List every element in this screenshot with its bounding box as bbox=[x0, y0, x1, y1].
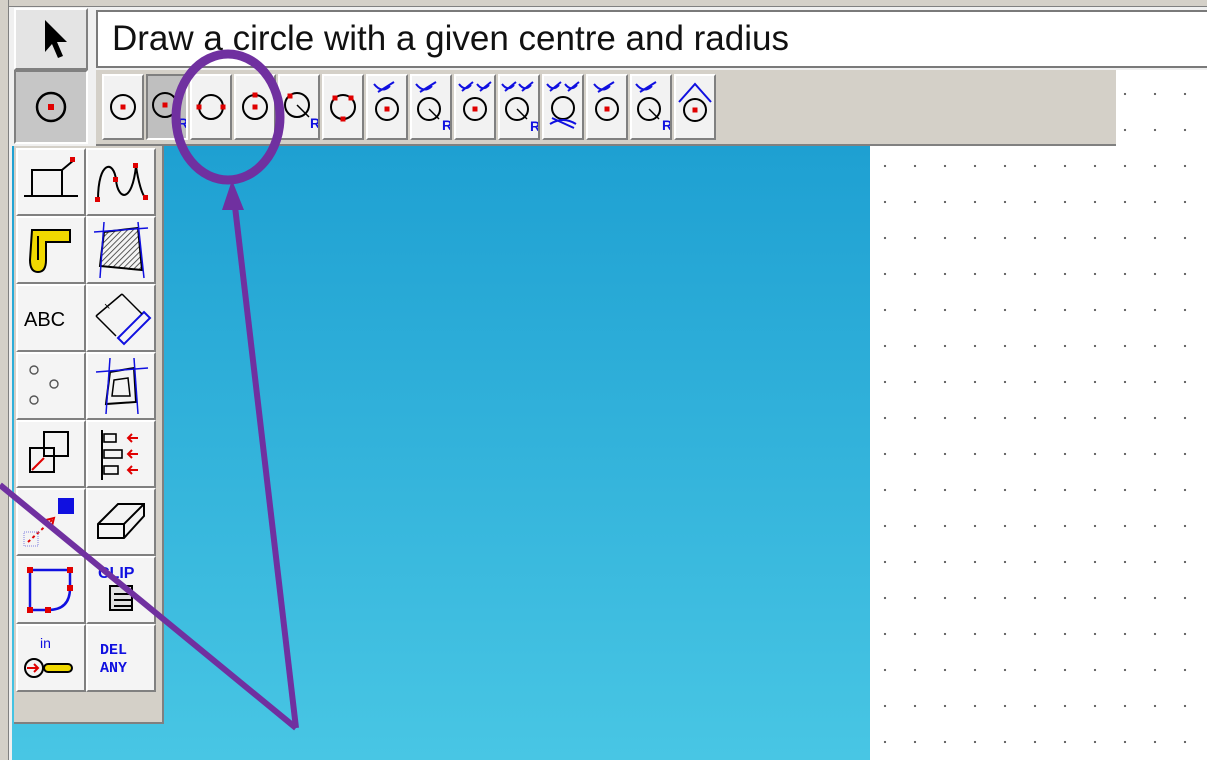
points-tool-button[interactable] bbox=[16, 352, 86, 420]
region-boundary-icon bbox=[95, 357, 149, 415]
circle-tangent-radius-icon: R bbox=[415, 81, 450, 133]
svg-text:R: R bbox=[662, 117, 670, 133]
circle-tangent-point-radius-icon: R bbox=[635, 81, 670, 133]
circle-tool-group-button[interactable] bbox=[14, 70, 88, 144]
insert-label: in bbox=[40, 635, 51, 651]
hatch-tool-button[interactable] bbox=[86, 216, 156, 284]
corner-tool-button[interactable] bbox=[16, 556, 86, 624]
circle-tangent-button[interactable] bbox=[366, 74, 408, 140]
svg-text:×: × bbox=[104, 301, 110, 313]
clip-tool-button[interactable]: CLIP bbox=[86, 556, 156, 624]
circle-inscribed-button[interactable] bbox=[674, 74, 716, 140]
circle-three-tangent-icon bbox=[546, 81, 580, 129]
solid-tool-button[interactable] bbox=[86, 488, 156, 556]
rectangle-tool-button[interactable] bbox=[16, 148, 86, 216]
select-pointer-button[interactable] bbox=[14, 8, 88, 70]
circle-centre-radius-icon: R bbox=[152, 92, 186, 131]
circle-point-radius-icon: R bbox=[284, 92, 318, 131]
svg-text:R: R bbox=[310, 115, 318, 131]
rectangle-corner-icon bbox=[24, 157, 78, 197]
circle-centre-icon bbox=[110, 94, 136, 120]
move-block-icon bbox=[23, 498, 74, 547]
text-tool-button[interactable]: ABC bbox=[16, 284, 86, 352]
circle-tangent-point-radius-button[interactable]: R bbox=[630, 74, 672, 140]
circle-toolbar: R R bbox=[96, 70, 1116, 146]
align-left-icon bbox=[101, 430, 138, 480]
dimension-icon: × bbox=[95, 293, 152, 346]
dot-grid-canvas[interactable] bbox=[870, 70, 1207, 760]
circle-tangent-point-icon bbox=[593, 81, 619, 121]
circle-tangent-icon bbox=[373, 81, 399, 121]
copy-tool-button[interactable] bbox=[16, 420, 86, 488]
solid-block-icon bbox=[97, 503, 145, 539]
svg-text:R: R bbox=[442, 117, 450, 133]
move-tool-button[interactable] bbox=[16, 488, 86, 556]
arrow-pointer-icon bbox=[45, 20, 67, 58]
points-icon bbox=[29, 365, 59, 405]
circle-point-radius-button[interactable]: R bbox=[278, 74, 320, 140]
circle-inscribed-icon bbox=[678, 82, 712, 122]
delete-any-tool-button[interactable]: DEL ANY bbox=[86, 624, 156, 692]
delete-label-1: DEL bbox=[100, 642, 127, 659]
delete-any-icon: DEL ANY bbox=[100, 642, 127, 677]
clip-icon: CLIP bbox=[98, 565, 135, 611]
circle-tangent-radius-button[interactable]: R bbox=[410, 74, 452, 140]
clip-label: CLIP bbox=[98, 565, 135, 582]
command-prompt-bar: Draw a circle with a given centre and ra… bbox=[96, 10, 1207, 68]
insert-tool-button[interactable]: in bbox=[16, 624, 86, 692]
curve-tool-button[interactable] bbox=[86, 148, 156, 216]
circle-two-tangent-icon bbox=[458, 81, 492, 121]
circle-two-tangent-radius-icon: R bbox=[501, 81, 538, 134]
text-abc-icon: ABC bbox=[24, 309, 65, 331]
circle-centre-icon bbox=[35, 91, 67, 123]
align-tool-button[interactable] bbox=[86, 420, 156, 488]
copy-squares-icon bbox=[29, 431, 69, 473]
circle-three-point-button[interactable] bbox=[322, 74, 364, 140]
tool-palette: ABC × bbox=[14, 146, 164, 724]
window-frame-top bbox=[0, 0, 1207, 7]
corner-round-icon bbox=[27, 567, 73, 613]
circle-centre-point-button[interactable] bbox=[234, 74, 276, 140]
region-tool-button[interactable] bbox=[86, 352, 156, 420]
svg-text:R: R bbox=[530, 118, 538, 134]
radius-marker-label: R bbox=[178, 115, 186, 131]
circle-tangent-point-button[interactable] bbox=[586, 74, 628, 140]
circle-two-point-button[interactable] bbox=[190, 74, 232, 140]
insert-icon: in bbox=[24, 635, 73, 678]
dimension-tool-button[interactable]: × bbox=[86, 284, 156, 352]
circle-centre-radius-button[interactable]: R bbox=[146, 74, 188, 140]
circle-three-point-icon bbox=[330, 94, 356, 122]
prompt-text: Draw a circle with a given centre and ra… bbox=[112, 19, 789, 58]
circle-three-tangent-button[interactable] bbox=[542, 74, 584, 140]
circle-centre-point-icon bbox=[242, 92, 268, 120]
circle-two-tangent-radius-button[interactable]: R bbox=[498, 74, 540, 140]
fillet-pipe-icon bbox=[28, 229, 71, 274]
hatch-area-icon bbox=[93, 221, 149, 279]
circle-centre-button[interactable] bbox=[102, 74, 144, 140]
circle-two-point-icon bbox=[196, 94, 226, 120]
circle-two-tangent-button[interactable] bbox=[454, 74, 496, 140]
window-frame-left bbox=[0, 0, 9, 760]
fillet-tool-button[interactable] bbox=[16, 216, 86, 284]
delete-label-2: ANY bbox=[100, 660, 127, 677]
text-tool-label: ABC bbox=[24, 309, 65, 331]
spline-curve-icon bbox=[95, 163, 148, 202]
